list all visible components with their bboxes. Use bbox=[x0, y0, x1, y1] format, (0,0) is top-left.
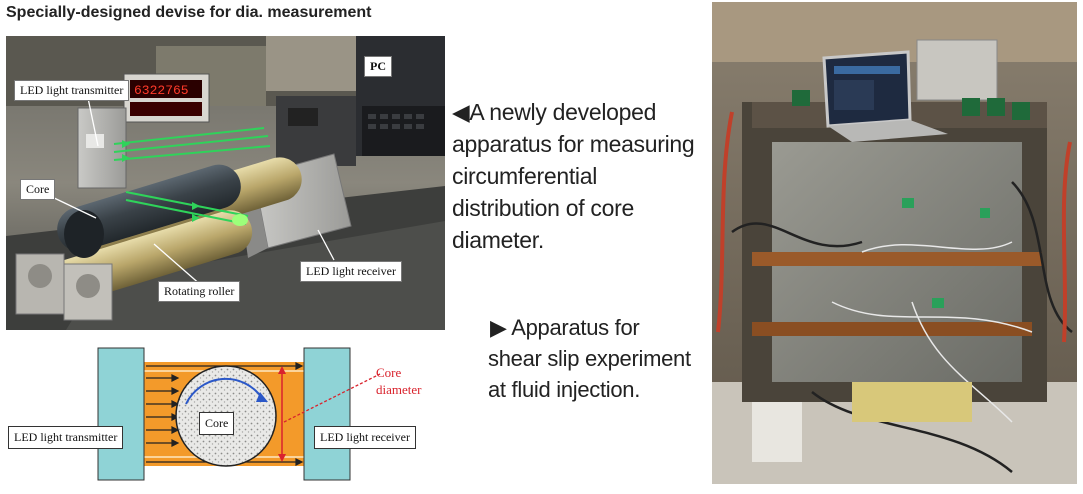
diagram-label-core: Core bbox=[199, 412, 235, 435]
caption-line: ◀A newly developed bbox=[452, 96, 694, 128]
left-pointer-icon: ◀ bbox=[452, 99, 470, 125]
caption-line: distribution of core bbox=[452, 195, 634, 221]
photo-label-core: Core bbox=[20, 179, 56, 200]
right-pointer-icon: ▶ bbox=[490, 315, 507, 340]
device-photo: 6322765 bbox=[6, 36, 445, 330]
caption-line: diameter. bbox=[452, 227, 544, 253]
photo-label-pc: PC bbox=[364, 56, 392, 77]
shear-slip-photo-illustration bbox=[712, 2, 1077, 484]
caption-diameter-apparatus: ◀A newly developed apparatus for measuri… bbox=[452, 96, 695, 256]
shear-slip-photo bbox=[712, 2, 1077, 484]
caption-line: apparatus for measuring bbox=[452, 131, 695, 157]
caption-line: shear slip experiment bbox=[488, 346, 691, 371]
device-photo-illustration: 6322765 bbox=[6, 36, 445, 330]
caption-line: ▶ Apparatus for bbox=[488, 312, 691, 343]
diagram-label-core-diameter: Core diameter bbox=[376, 364, 421, 398]
caption-text: A newly developed bbox=[469, 99, 657, 125]
photo-label-rotating-roller: Rotating roller bbox=[158, 281, 241, 302]
caption-line: at fluid injection. bbox=[488, 377, 641, 402]
diagram-label-led-receiver: LED light receiver bbox=[314, 426, 416, 449]
page-heading: Specially-designed devise for dia. measu… bbox=[6, 4, 372, 21]
core-diameter-line-1: Core bbox=[376, 365, 402, 380]
measurement-diagram: LED light transmitter LED light receiver… bbox=[4, 344, 445, 484]
caption-line: circumferential bbox=[452, 163, 598, 189]
photo-label-led-transmitter: LED light transmitter bbox=[14, 80, 130, 101]
diagram-label-led-transmitter: LED light transmitter bbox=[8, 426, 124, 449]
caption-text: Apparatus for bbox=[511, 315, 640, 340]
caption-shear-slip-apparatus: ▶ Apparatus for shear slip experiment at… bbox=[488, 312, 691, 405]
photo-label-led-receiver: LED light receiver bbox=[300, 261, 402, 282]
counter-display-digits: 6322765 bbox=[134, 83, 189, 98]
core-diameter-line-2: diameter bbox=[376, 382, 422, 397]
